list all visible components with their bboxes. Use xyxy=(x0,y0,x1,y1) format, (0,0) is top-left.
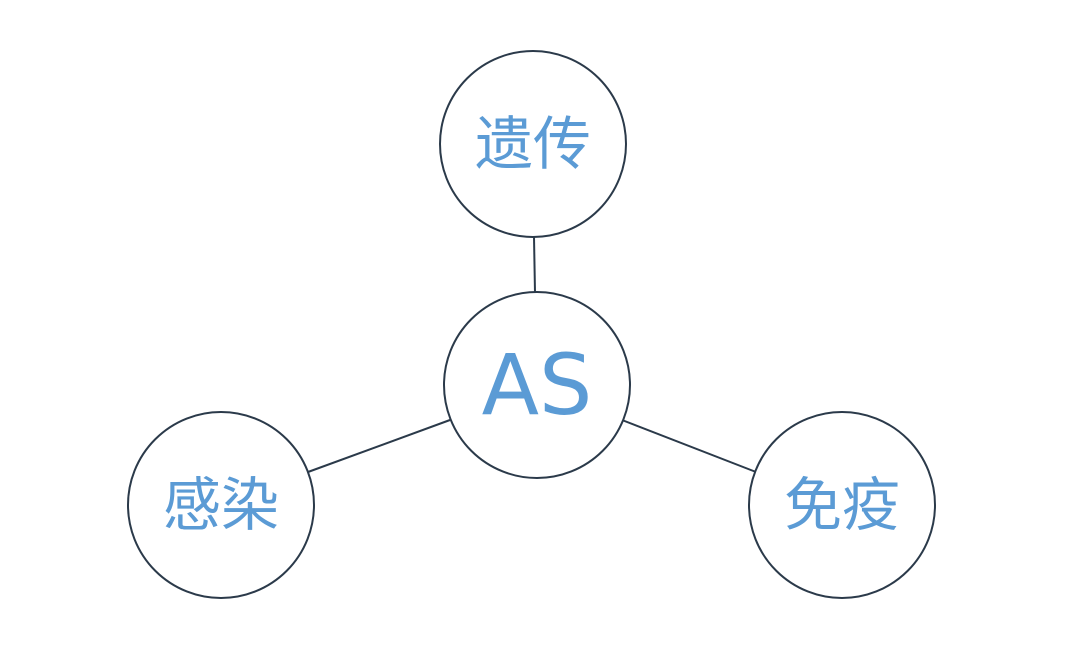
node-right: 免疫 xyxy=(748,411,936,599)
node-top-circle xyxy=(439,50,627,238)
node-right-label: 免疫 xyxy=(784,471,900,539)
node-top-label: 遗传 xyxy=(475,110,591,178)
node-right-circle xyxy=(748,411,936,599)
node-top: 遗传 xyxy=(439,50,627,238)
node-left-label: 感染 xyxy=(163,471,279,539)
node-left-circle xyxy=(127,411,315,599)
connector-center-top xyxy=(533,236,536,294)
connector-center-right xyxy=(621,419,757,473)
node-center: AS xyxy=(443,291,631,479)
node-left: 感染 xyxy=(127,411,315,599)
connector-center-left xyxy=(307,419,451,473)
node-center-label: AS xyxy=(482,336,593,434)
node-center-circle xyxy=(443,291,631,479)
